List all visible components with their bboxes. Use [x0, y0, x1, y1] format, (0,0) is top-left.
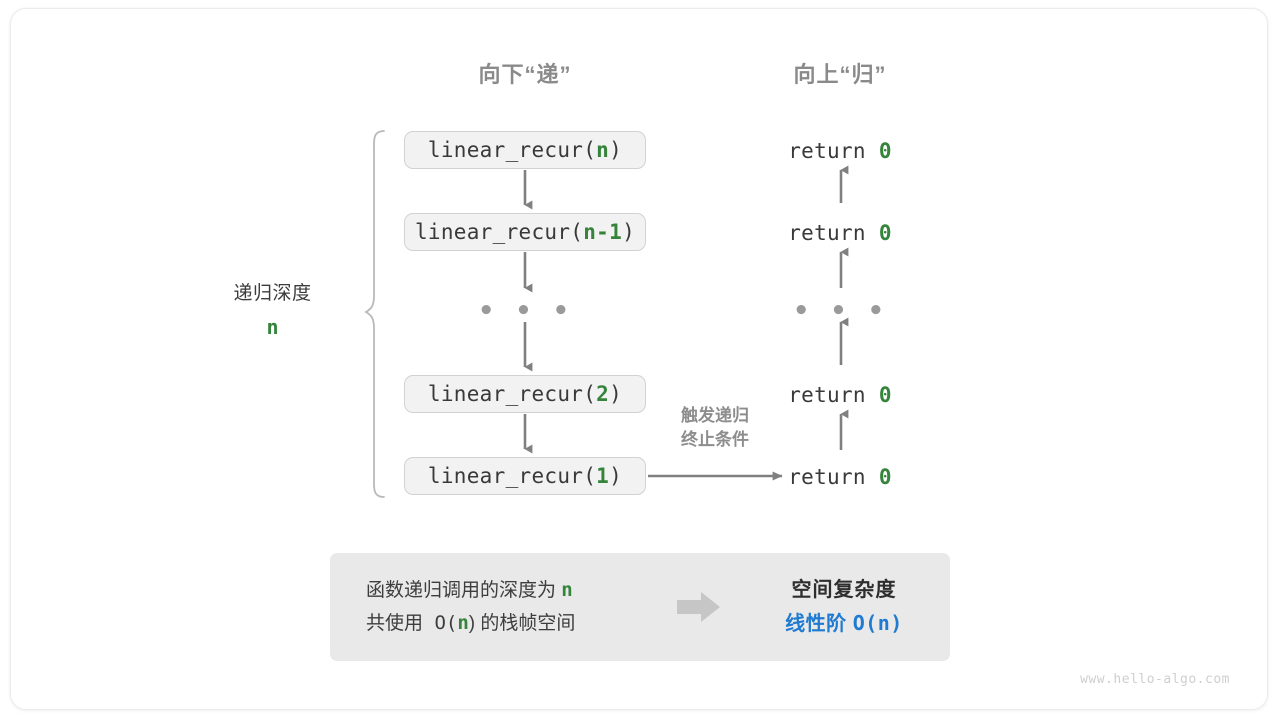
call-box-n[interactable]: linear_recur(n)	[404, 131, 646, 169]
summary-conclusion-complexity: 线性阶 O(n)	[738, 607, 950, 640]
call-box-arg: 2	[596, 382, 610, 406]
call-box-prefix: linear_recur(	[427, 138, 597, 162]
call-box-arg: 1	[596, 464, 610, 488]
call-box-suffix: )	[609, 464, 623, 488]
call-box-prefix: linear_recur(	[414, 220, 584, 244]
complexity-label: 线性阶	[785, 612, 853, 635]
return-label-0: return 0	[725, 139, 955, 163]
recursion-depth-label: 递归深度 n	[185, 280, 360, 339]
right-block-arrow-icon	[677, 592, 720, 622]
base-case-annotation-line1: 触发递归	[681, 406, 749, 425]
return-label-2: return 0	[725, 383, 955, 407]
return-keyword: return	[788, 139, 866, 163]
ellipsis-left: • • •	[478, 296, 572, 326]
call-box-2[interactable]: linear_recur(2)	[404, 375, 646, 413]
call-box-suffix: )	[622, 220, 636, 244]
return-value: 0	[878, 139, 892, 163]
watermark: www.hello-algo.com	[1080, 672, 1230, 687]
return-value: 0	[878, 383, 892, 407]
summary-line-1-var: n	[561, 578, 573, 601]
summary-conclusion: 空间复杂度 线性阶 O(n)	[738, 574, 950, 640]
summary-arrow-wrap	[660, 591, 738, 623]
summary-line-1-text: 函数递归调用的深度为	[366, 579, 562, 601]
summary-description: 函数递归调用的深度为 n 共使用 O(n) 的栈帧空间	[330, 574, 660, 641]
return-value: 0	[878, 465, 892, 489]
summary-line-2-var: n	[457, 612, 469, 634]
summary-line-2-pre: 共使用 O(	[366, 612, 458, 634]
return-keyword: return	[788, 383, 866, 407]
summary-line-2: 共使用 O(n) 的栈帧空间	[366, 607, 660, 640]
return-label-3: return 0	[725, 465, 955, 489]
call-box-n-minus-1[interactable]: linear_recur(n-1)	[404, 213, 646, 251]
recursion-depth-variable: n	[266, 314, 279, 339]
call-box-arg: n-1	[583, 220, 623, 244]
return-keyword: return	[788, 465, 866, 489]
base-case-annotation: 触发递归 终止条件	[655, 404, 775, 452]
summary-panel: 函数递归调用的深度为 n 共使用 O(n) 的栈帧空间 空间复杂度 线性阶 O(…	[330, 553, 950, 661]
call-box-prefix: linear_recur(	[427, 382, 597, 406]
return-keyword: return	[788, 221, 866, 245]
return-value: 0	[878, 221, 892, 245]
summary-line-1: 函数递归调用的深度为 n	[366, 574, 660, 607]
call-box-suffix: )	[609, 382, 623, 406]
ellipsis-right: • • •	[793, 296, 887, 326]
summary-line-2-post: ) 的栈帧空间	[468, 613, 576, 634]
return-label-1: return 0	[725, 221, 955, 245]
call-box-1[interactable]: linear_recur(1)	[404, 457, 646, 495]
column-header-descend: 向下“递”	[478, 62, 572, 87]
recursion-depth-text: 递归深度	[233, 283, 312, 304]
call-box-suffix: )	[609, 138, 623, 162]
base-case-annotation-line2: 终止条件	[681, 430, 749, 450]
complexity-value: O(n)	[852, 610, 903, 635]
call-box-arg: n	[596, 138, 610, 162]
call-box-prefix: linear_recur(	[427, 464, 597, 488]
summary-conclusion-title: 空间复杂度	[791, 579, 897, 602]
column-header-ascend: 向上“归”	[793, 62, 887, 87]
